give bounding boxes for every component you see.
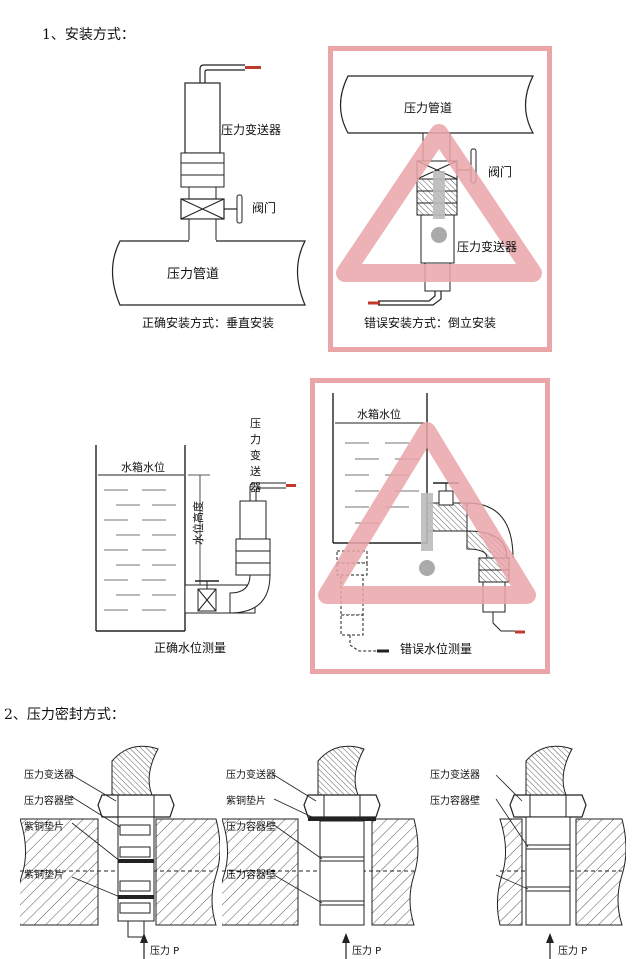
seal2-wall-label: 压力容器壁 xyxy=(226,822,276,833)
wrong-transmitter-label: 压力变送器 xyxy=(457,240,518,254)
transmitter-char: 变 xyxy=(250,449,261,462)
correct-tank-label: 水箱水位 xyxy=(121,461,165,474)
correct-level-caption: 正确水位测量 xyxy=(154,641,227,655)
wrong-install-frame xyxy=(328,46,552,352)
wrong-level-caption: 错误水位测量 xyxy=(400,642,473,656)
seal1-pressure-label: 压力 P xyxy=(150,946,180,957)
seal1-transmitter-label: 压力变送器 xyxy=(24,770,74,781)
correct-level-transmitter-label: 压 力 变 送 器 xyxy=(250,416,262,496)
water-height-label: 水位高度 xyxy=(192,501,205,545)
section2-heading: 2、压力密封方式： xyxy=(4,707,125,723)
seal3-pressure-label: 压力 P xyxy=(558,946,588,957)
section1-heading: 1、安装方式： xyxy=(42,27,135,43)
seal-diagram-1 xyxy=(20,745,220,959)
transmitter-char: 送 xyxy=(250,465,261,478)
correct-valve-label: 阀门 xyxy=(252,201,277,215)
seal3-wall-label: 压力容器壁 xyxy=(430,796,480,807)
correct-pipe-label: 压力管道 xyxy=(167,267,220,282)
seal2-gasket-label: 紫铜垫片 xyxy=(226,796,266,807)
seal-diagram-2 xyxy=(222,745,419,959)
transmitter-char: 压 xyxy=(250,417,261,430)
transmitter-char: 器 xyxy=(250,481,261,494)
correct-level-diagram xyxy=(95,445,296,632)
seal2-wall2-label: 压力容器壁 xyxy=(226,870,276,881)
wrong-pipe-label: 压力管道 xyxy=(404,101,453,115)
wrong-install-caption: 错误安装方式：倒立安装 xyxy=(364,316,497,330)
wrong-level-diagram xyxy=(318,393,536,653)
correct-install-diagram xyxy=(111,64,306,306)
wrong-valve-label: 阀门 xyxy=(488,165,513,179)
wrong-level-frame xyxy=(310,378,550,674)
seal1-gasket-label: 紫铜垫片 xyxy=(24,822,64,833)
correct-transmitter-label: 压力变送器 xyxy=(221,123,282,137)
correct-install-caption: 正确安装方式：垂直安装 xyxy=(142,316,275,330)
seal1-gasket2-label: 紫铜垫片 xyxy=(24,870,64,881)
seal2-transmitter-label: 压力变送器 xyxy=(226,770,276,781)
transmitter-char: 力 xyxy=(250,433,261,446)
wrong-install-diagram xyxy=(336,75,542,306)
seal-diagram-3 xyxy=(495,745,626,959)
seal3-transmitter-label: 压力变送器 xyxy=(430,770,480,781)
seal2-pressure-label: 压力 P xyxy=(352,946,382,957)
wrong-tank-label: 水箱水位 xyxy=(357,408,401,421)
seal1-wall-label: 压力容器壁 xyxy=(24,796,74,807)
